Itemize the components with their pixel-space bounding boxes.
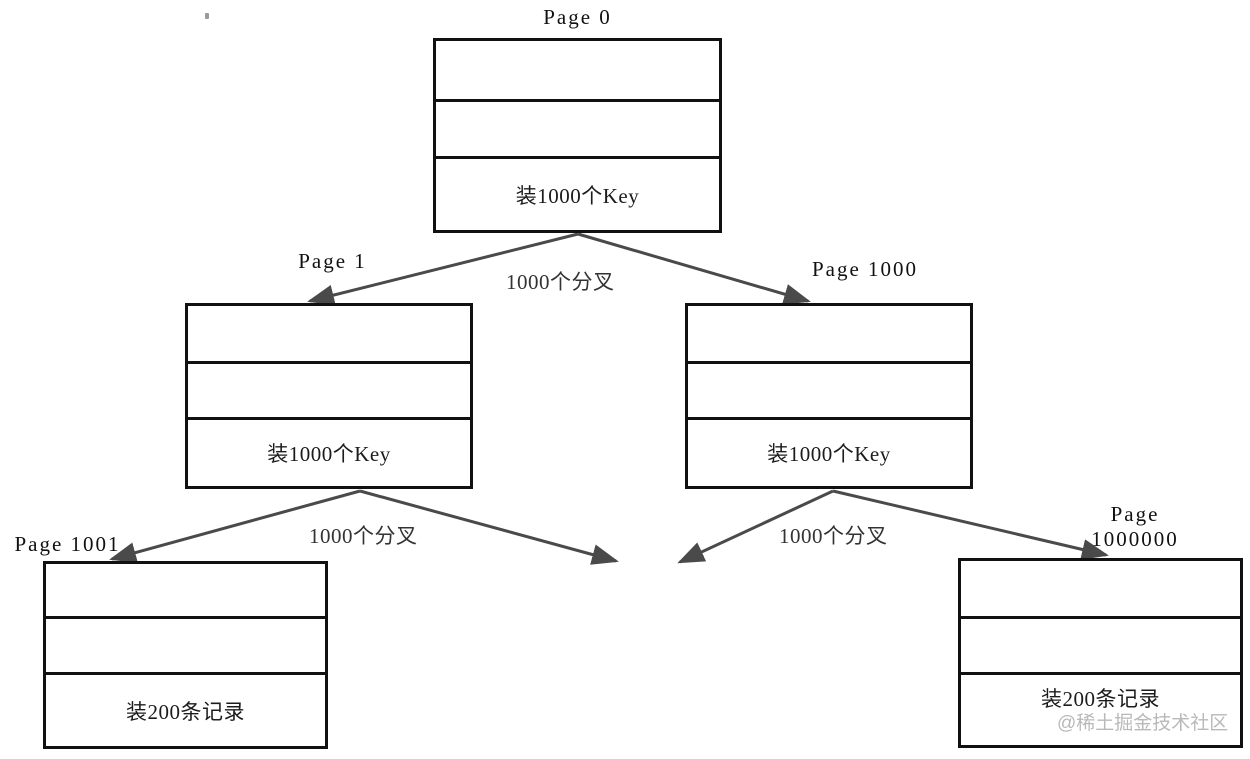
stray-speck	[205, 13, 209, 19]
node-label-page1000: Page 1000	[811, 257, 919, 281]
node-page1000-row-3: 装1000个Key	[767, 442, 891, 466]
edge-label-right-fanout: 1000个分叉	[779, 524, 888, 548]
node-page1-row-3: 装1000个Key	[267, 442, 391, 466]
node-page0-row-2	[436, 102, 719, 160]
node-page1000-row-1	[688, 306, 970, 364]
node-page0-row-3: 装1000个Key	[515, 183, 640, 208]
node-label-page1000000-line1: Page	[1110, 502, 1160, 526]
node-label-page0: Page 0	[543, 5, 612, 29]
node-label-page1000000-line2: 1000000	[1091, 527, 1179, 551]
node-page1001[interactable]: 装200条记录	[43, 561, 328, 749]
edge-label-left-fanout: 1000个分叉	[309, 524, 418, 548]
node-page0[interactable]: 装1000个Key	[433, 38, 722, 233]
node-page1000[interactable]: 装1000个Key	[685, 303, 973, 489]
node-page1000000-row-2	[961, 619, 1240, 675]
node-page1000000[interactable]: 装200条记录	[958, 558, 1243, 748]
node-page1000000-row-3: 装200条记录	[1041, 687, 1160, 711]
node-page1[interactable]: 装1000个Key	[185, 303, 473, 489]
node-page1-row-2	[188, 364, 470, 420]
node-page0-row-1	[436, 41, 719, 103]
node-page1001-row-1	[46, 564, 325, 619]
watermark: @稀土掘金技术社区	[1057, 713, 1229, 734]
node-page1001-row-2	[46, 619, 325, 675]
node-page1001-row-3: 装200条记录	[126, 699, 245, 724]
edge-label-root-fanout: 1000个分叉	[506, 270, 615, 294]
node-label-page1001: Page 1001	[14, 532, 121, 556]
node-page1-row-1	[188, 306, 470, 364]
node-page1000-row-2	[688, 364, 970, 420]
node-page1000000-row-1	[961, 561, 1240, 619]
node-label-page1: Page 1	[298, 249, 367, 273]
